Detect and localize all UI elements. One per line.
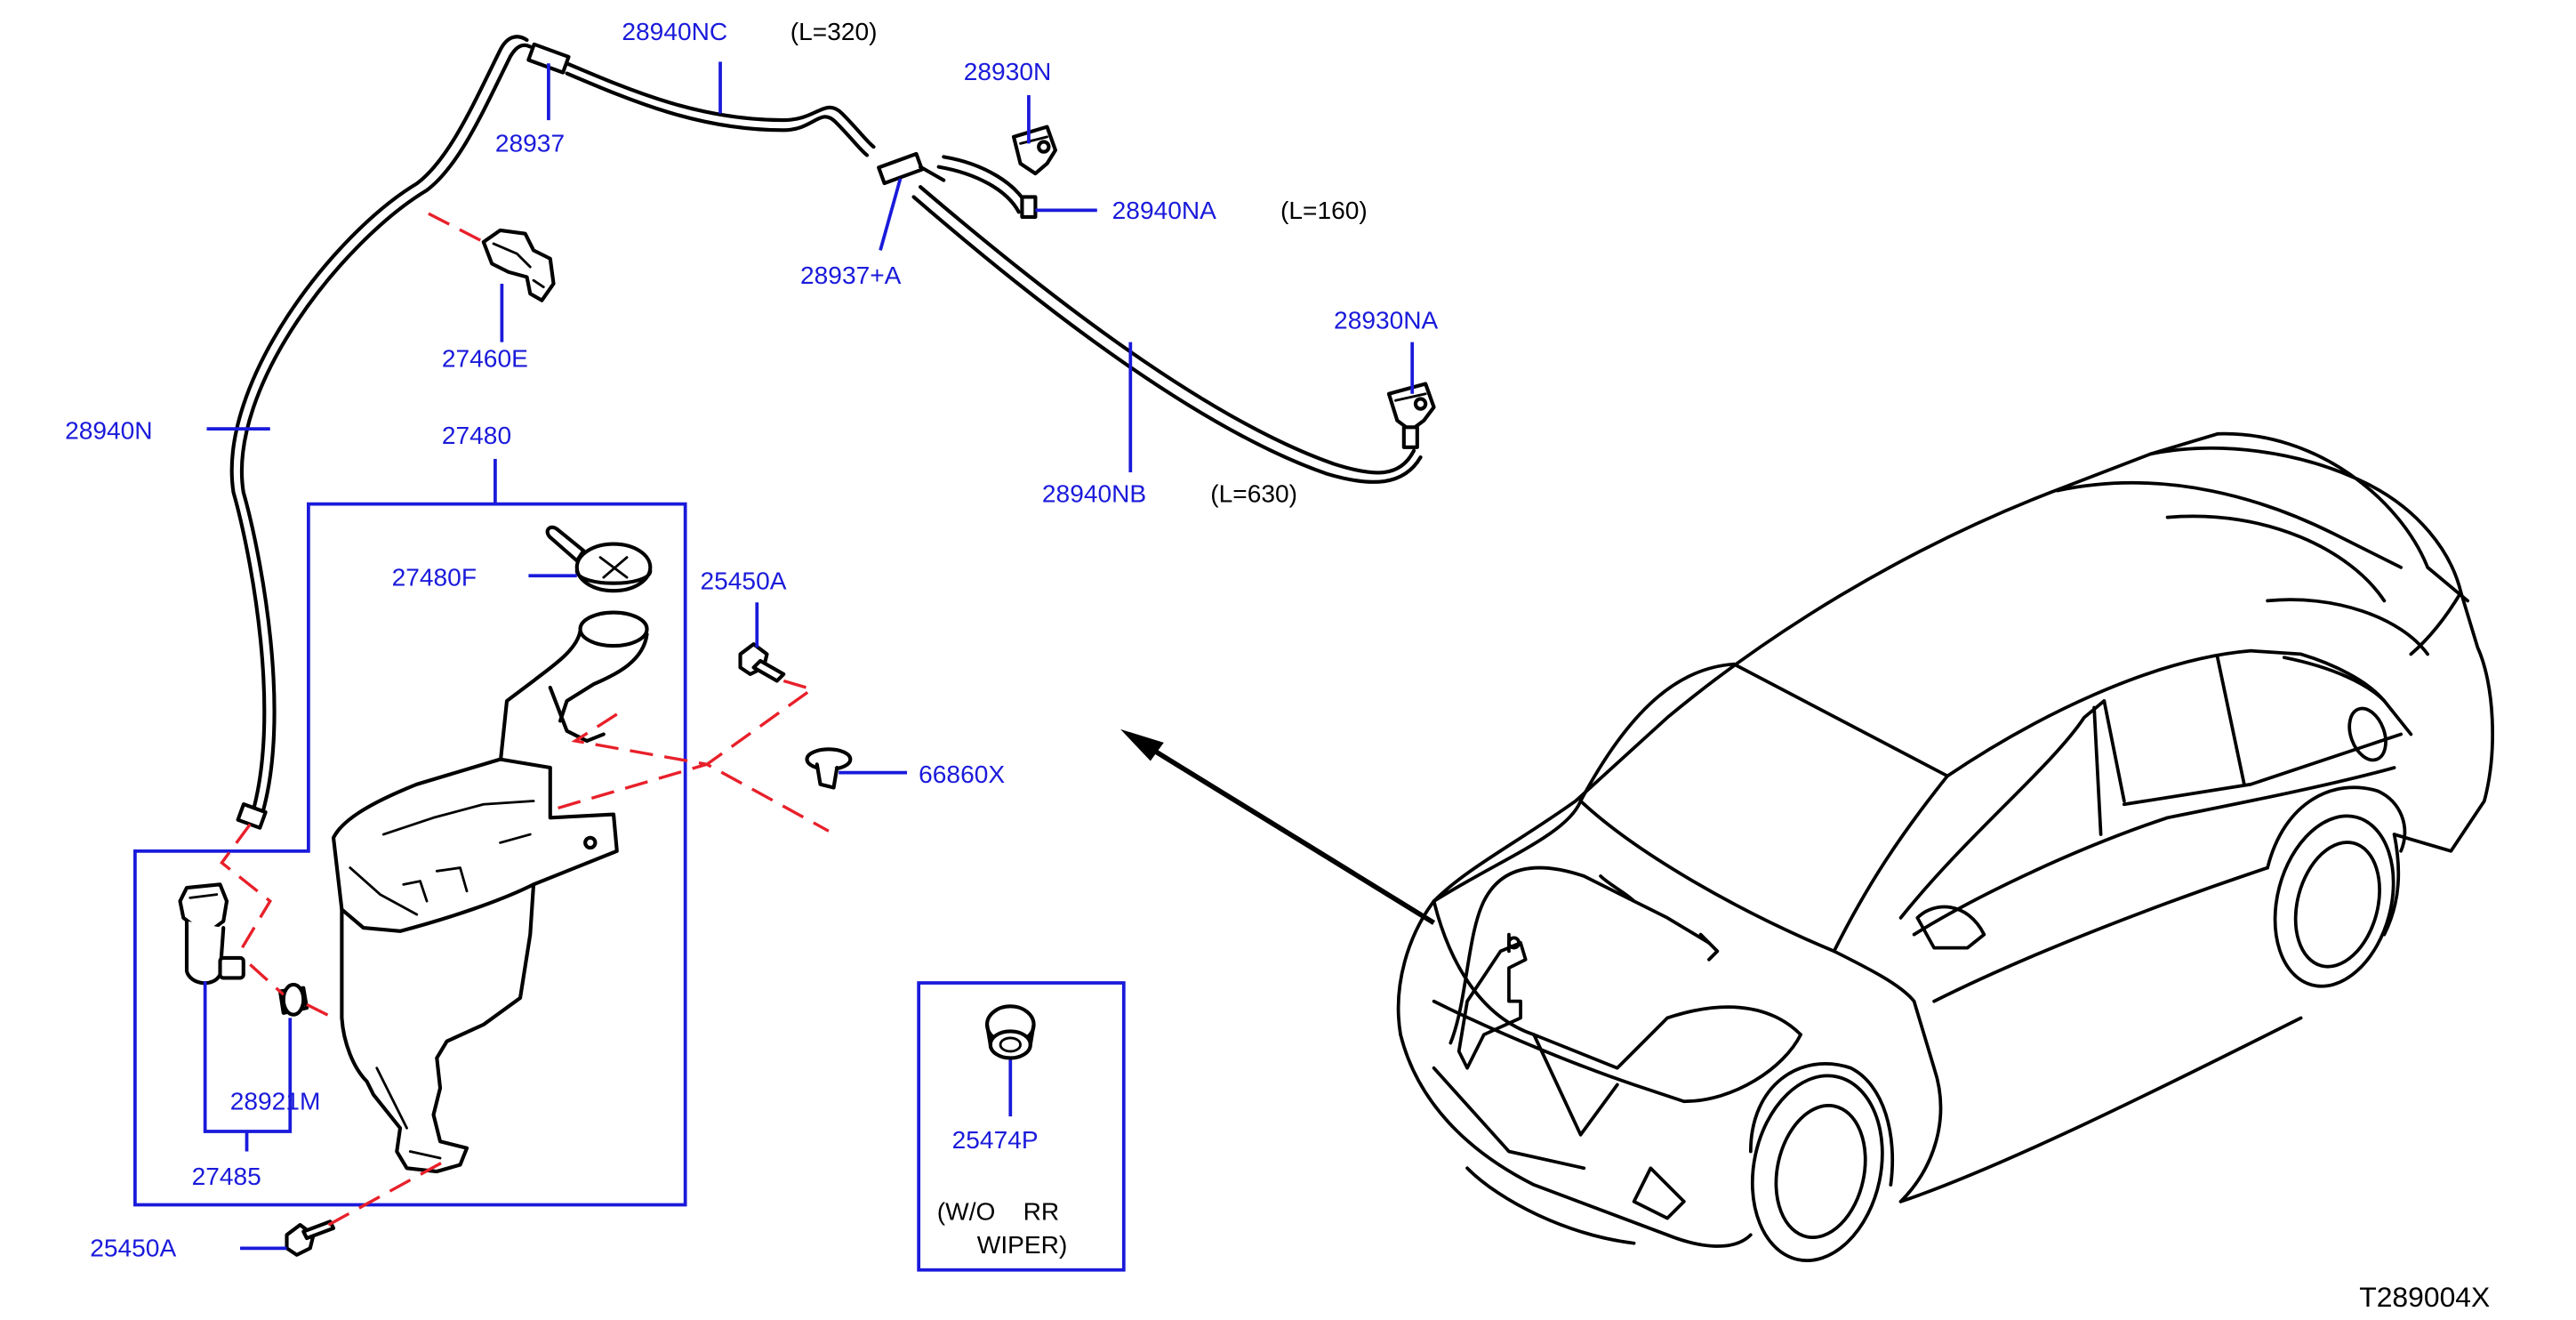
label-28921m: 28921M	[230, 1088, 321, 1115]
rr-wiper-box	[917, 981, 1126, 1272]
label-25450a-upper: 25450A	[701, 567, 787, 594]
note-without-rr-wiper-line2: WIPER)	[977, 1231, 1068, 1259]
label-27480: 27480	[442, 422, 511, 449]
label-27485: 27485	[192, 1163, 261, 1190]
label-28937a: 28937+A	[800, 262, 902, 289]
label-28930na: 28930NA	[1334, 307, 1438, 334]
dashed-leaders	[220, 212, 830, 1227]
cap-27480f	[545, 525, 653, 593]
label-25450a-lower: 25450A	[90, 1235, 176, 1262]
label-28940nc: 28940NC	[622, 18, 727, 45]
diagram-code: T289004X	[2359, 1281, 2490, 1313]
label-28940n: 28940N	[65, 416, 153, 444]
connector-28937a	[877, 151, 946, 186]
grommet-25474p	[984, 1004, 1036, 1060]
pump-27485	[178, 882, 245, 986]
clip-66860x	[805, 747, 853, 790]
washer-tank-27480	[331, 610, 649, 1174]
bolt-25450a-upper	[738, 642, 786, 683]
label-25474p: 25474P	[952, 1126, 1039, 1154]
label-28940nc-length: (L=320)	[790, 18, 878, 45]
grommet-28921m	[277, 982, 309, 1017]
label-28930n: 28930N	[964, 58, 1052, 85]
nozzle-28930n	[1011, 125, 1057, 176]
bolt-25450a-lower	[285, 1219, 336, 1257]
note-without-rr-wiper-line1: (W/O RR	[937, 1197, 1059, 1225]
label-28937: 28937	[495, 130, 565, 157]
label-28940nb: 28940NB	[1042, 480, 1146, 508]
nozzle-28930na	[1386, 382, 1436, 449]
location-arrow	[1120, 728, 1436, 925]
car-illustration	[1396, 431, 2494, 1262]
label-27480f: 27480F	[392, 564, 477, 592]
hose-28940na	[936, 155, 1038, 219]
label-28940na-length: (L=160)	[1280, 197, 1368, 224]
clip-27460e	[481, 228, 556, 302]
label-27460e: 27460E	[442, 345, 528, 373]
leader-lines	[203, 61, 1415, 1251]
label-66860x: 66860X	[919, 761, 1005, 788]
hose-28940n	[229, 35, 533, 830]
hose-28940nb	[911, 185, 1423, 484]
tank-assy-frame	[133, 502, 687, 1207]
label-28940na: 28940NA	[1112, 197, 1216, 224]
label-28940nb-length: (L=630)	[1210, 480, 1297, 508]
hose-28940nc	[565, 61, 876, 157]
